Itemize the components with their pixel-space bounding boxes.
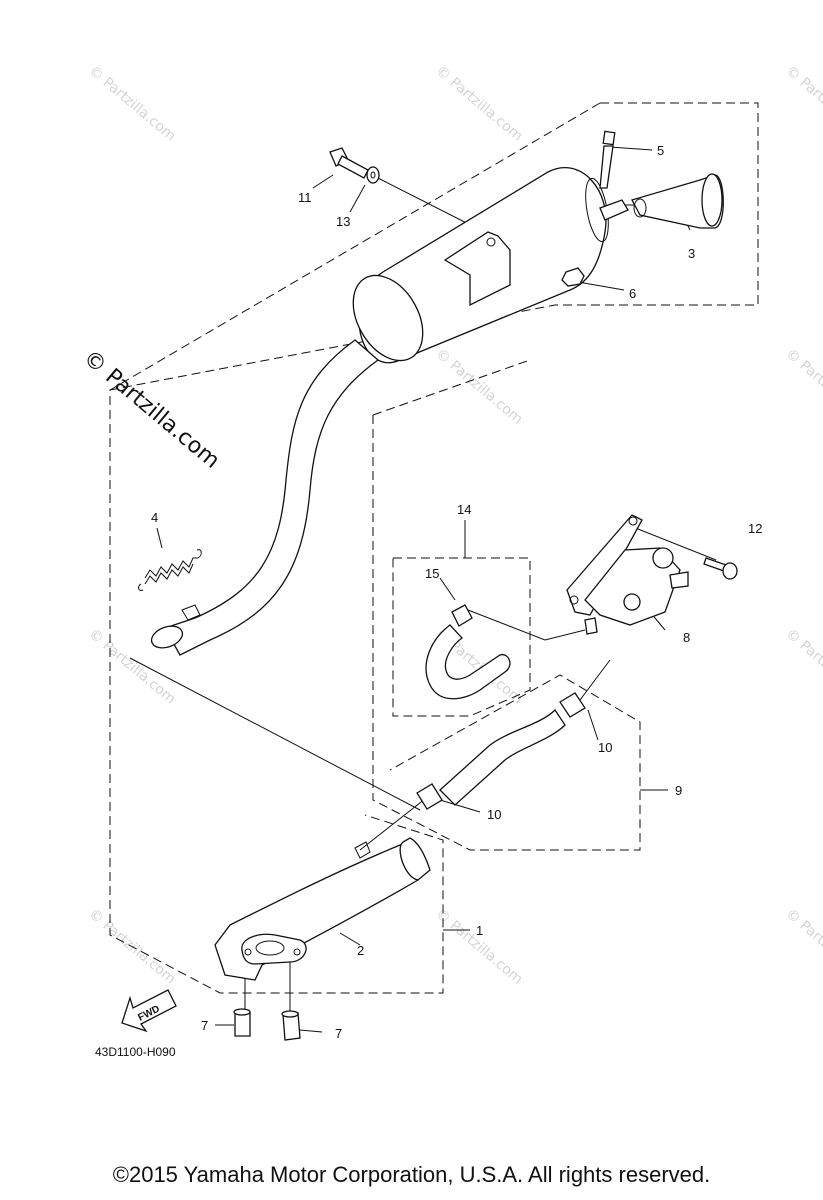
callout-15: 15 — [425, 566, 439, 581]
leader-line — [359, 794, 431, 851]
callout-3: 3 — [688, 246, 695, 261]
hose-9 — [416, 692, 586, 810]
callout-6: 6 — [629, 286, 636, 301]
watermark: © Partzilla.com — [85, 63, 178, 145]
callout-1: 1 — [476, 923, 483, 938]
leader-line — [467, 609, 546, 641]
fwd-arrow: FWD — [121, 989, 177, 1033]
leader-line — [299, 1029, 323, 1033]
leader-line — [156, 527, 163, 549]
screw-12 — [703, 557, 738, 580]
bolt-11 — [329, 147, 369, 179]
watermark: © Partzilla.com — [782, 346, 823, 428]
callouts: 1 2 3 4 5 6 7 7 8 9 10 10 11 12 13 14 15 — [151, 143, 762, 1041]
callout-8: 8 — [683, 630, 690, 645]
leader-line — [577, 281, 625, 291]
tail-pipe — [631, 173, 724, 229]
exhaust-pipe — [150, 339, 380, 656]
callout-5: 5 — [657, 143, 664, 158]
leader-line — [339, 932, 361, 946]
leader-line — [609, 146, 653, 151]
callout-14: 14 — [457, 502, 471, 517]
callout-10-upper: 10 — [598, 740, 612, 755]
outline-assembly-1 — [109, 102, 759, 994]
leader-line — [129, 657, 421, 811]
callout-4: 4 — [151, 510, 158, 525]
watermark: © Partzilla.com — [782, 626, 823, 708]
callout-10-lower: 10 — [487, 807, 501, 822]
leader-line — [587, 709, 599, 741]
leader-line — [312, 174, 334, 189]
valve-8 — [566, 514, 689, 635]
nut-7-right — [281, 1010, 301, 1041]
leader-line — [544, 629, 586, 641]
group-outlines — [109, 102, 759, 994]
outline-assembly-9 — [372, 415, 641, 851]
watermark-large: © Partzilla.com — [78, 345, 224, 473]
watermark: © Partzilla.com — [432, 906, 525, 988]
outline-assembly-14 — [392, 557, 531, 717]
leader-line — [627, 524, 717, 561]
nut-6 — [561, 267, 585, 287]
callout-7-right: 7 — [335, 1026, 342, 1041]
washer-13 — [366, 166, 380, 184]
watermark: © Partzilla.com — [432, 346, 525, 428]
nut-7-left — [233, 1008, 251, 1037]
callout-9: 9 — [675, 783, 682, 798]
copyright-notice: ©2015 Yamaha Motor Corporation, U.S.A. A… — [112, 1162, 711, 1187]
muffler — [352, 166, 629, 364]
watermark: © Partzilla.com — [432, 63, 525, 145]
bolt-5 — [599, 130, 616, 189]
spring-4 — [138, 549, 202, 591]
leader-line — [349, 184, 366, 213]
watermark: © Partzilla.com — [782, 63, 823, 145]
watermark: © Partzilla.com — [782, 906, 823, 988]
leader-line — [439, 577, 456, 601]
leader-line — [439, 799, 481, 813]
callout-2: 2 — [357, 943, 364, 958]
callout-13: 13 — [336, 214, 350, 229]
callout-11: 11 — [298, 190, 312, 205]
callout-7-left: 7 — [201, 1018, 208, 1033]
leader-line — [579, 659, 611, 701]
diagram-code: 43D1100-H090 — [95, 1045, 176, 1059]
callout-12: 12 — [748, 521, 762, 536]
outline-assembly-1-upper — [109, 102, 601, 391]
exhaust-header-2 — [214, 837, 431, 981]
hose-14 — [425, 604, 511, 700]
